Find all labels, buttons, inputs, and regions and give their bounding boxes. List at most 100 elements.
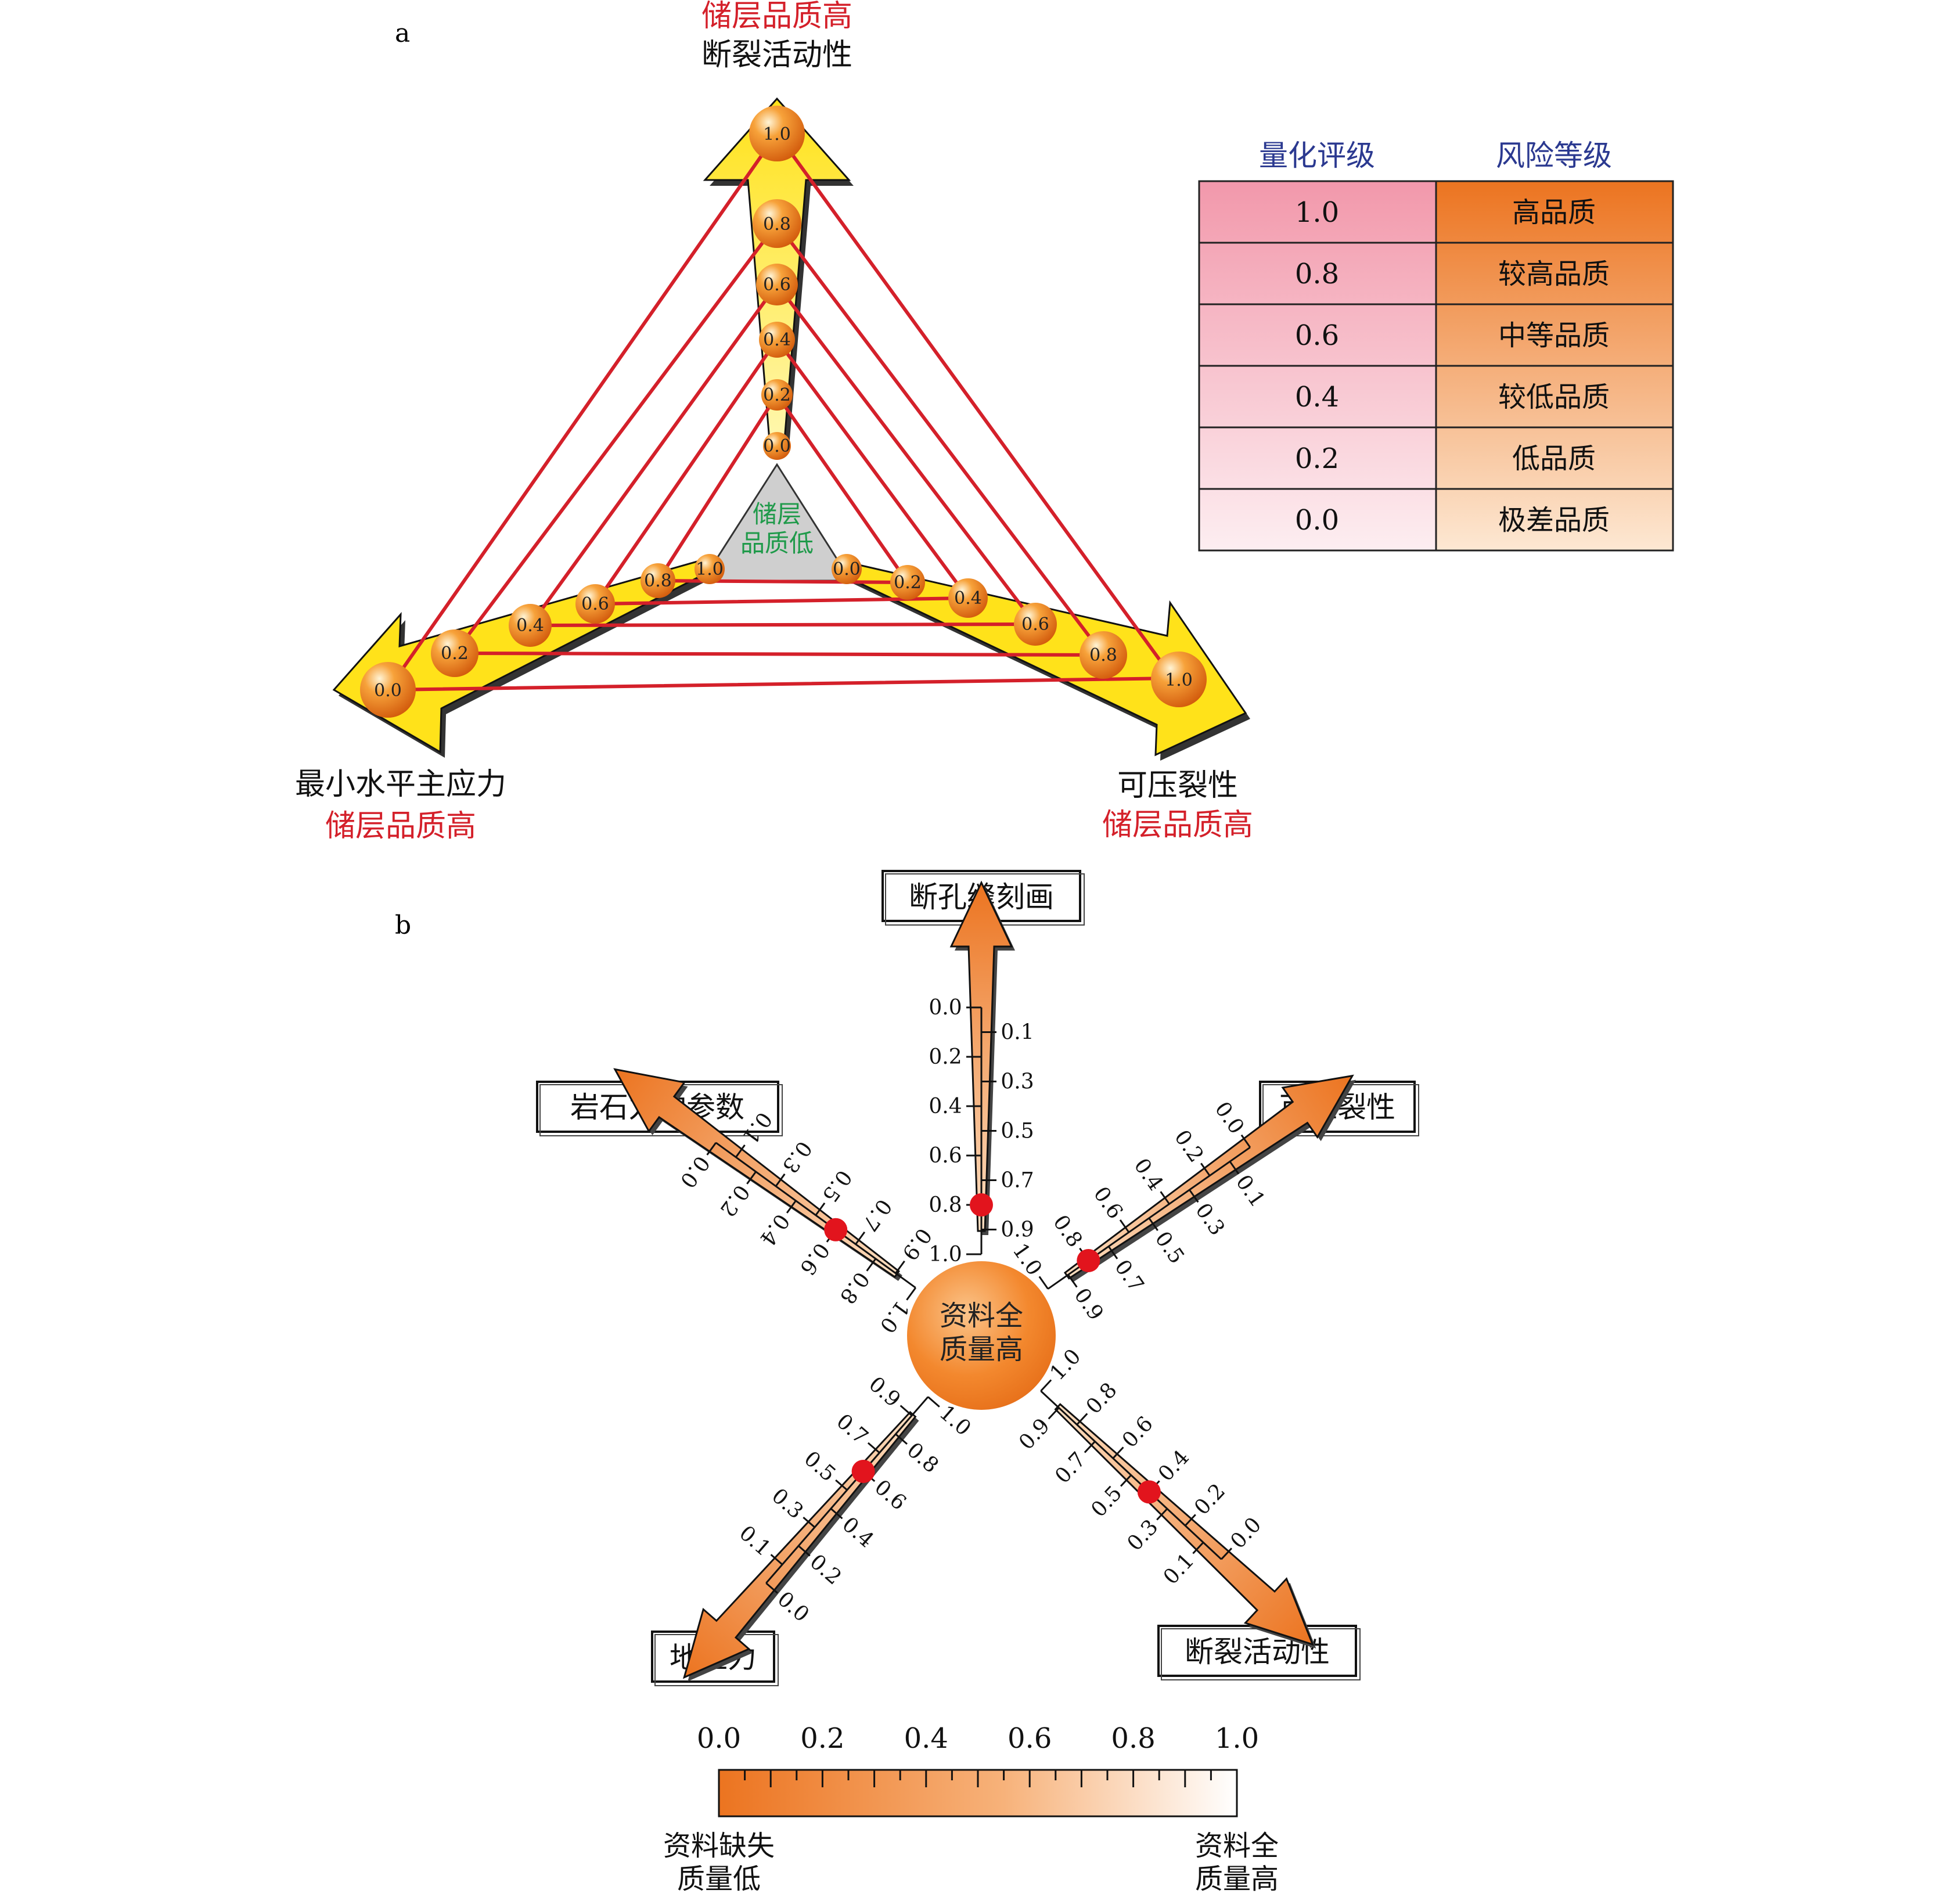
radial-tick-1-10 [1038, 1276, 1049, 1290]
center-label-line2: 品质低 [740, 529, 814, 557]
radial-tick-label-4-8: 0.8 [835, 1267, 874, 1308]
radial-tick-label-0-5: 0.5 [1001, 1120, 1034, 1143]
red-triangle-1 [384, 130, 1176, 692]
radial-tick-4-5 [815, 1202, 826, 1216]
radial-tick-label-0-6: 0.6 [929, 1144, 962, 1168]
radial-tick-label-4-5: 0.5 [817, 1165, 856, 1206]
top-axis-name-label: 断裂活动性 [701, 38, 852, 73]
radial-tick-label-3-7: 0.7 [832, 1409, 872, 1449]
radial-tick-3-5 [835, 1479, 848, 1491]
right-sphere-4-label: 0.6 [1021, 614, 1049, 635]
top-sphere-6 [763, 432, 791, 460]
value-dot-3 [851, 1459, 875, 1483]
radial-tick-label-3-8: 0.8 [902, 1438, 943, 1478]
radial-tick-1-2 [1200, 1162, 1211, 1176]
table-row-2-score: 0.8 [1295, 258, 1339, 290]
radial-tick-label-4-3: 0.3 [778, 1136, 816, 1177]
panel-a-label: a [395, 19, 410, 48]
top-sphere-1 [749, 106, 805, 161]
left-sphere-3-label: 0.6 [581, 594, 609, 614]
radial-tick-2-0 [1221, 1547, 1233, 1560]
colorbar-right-line1: 资料全 [1195, 1830, 1279, 1862]
red-triangle-5 [654, 391, 911, 585]
top-axis-spheres: 1.0 0.8 0.6 0.4 0.2 0.0 [749, 106, 805, 460]
right-axis-spheres: 0.0 0.2 0.4 0.6 0.8 1.0 [832, 554, 1207, 707]
radial-tick-label-1-2: 0.2 [1170, 1126, 1208, 1167]
panel-b-label: b [395, 910, 411, 940]
table-row-1-score: 1.0 [1295, 196, 1339, 229]
colorbar-tick-label-1: 0.2 [800, 1722, 844, 1755]
colorbar-tick-label-3: 0.6 [1008, 1722, 1052, 1755]
value-dot-1 [1077, 1248, 1100, 1272]
radial-tick-label-4-0: 0.0 [675, 1151, 714, 1192]
top-sphere-6-label: 0.0 [763, 436, 791, 456]
red-triangle-4 [592, 336, 971, 606]
center-circle [907, 1261, 1056, 1410]
right-sphere-6 [1151, 652, 1207, 707]
radial-tick-label-3-3: 0.3 [767, 1484, 808, 1524]
radial-tick-label-1-5: 0.5 [1150, 1228, 1189, 1268]
radial-tick-label-3-4: 0.4 [837, 1513, 878, 1553]
radial-tick-label-2-2: 0.2 [1190, 1479, 1230, 1520]
radial-tick-4-4 [786, 1200, 797, 1214]
radial-tick-3-7 [867, 1442, 880, 1454]
right-axis-quality-label: 储层品质高 [1102, 808, 1253, 843]
colorbar-left-line1: 资料缺失 [663, 1830, 775, 1862]
radial-tick-label-4-4: 0.4 [755, 1209, 794, 1250]
top-sphere-4-label: 0.4 [763, 330, 791, 350]
radial-tick-label-2-0: 0.0 [1226, 1513, 1266, 1553]
left-sphere-2 [641, 563, 675, 598]
radial-tick-label-3-5: 0.5 [800, 1446, 840, 1487]
right-sphere-3-label: 0.4 [954, 588, 982, 609]
radial-tick-1-4 [1160, 1191, 1170, 1205]
left-sphere-5 [431, 629, 478, 677]
radial-tick-2-9 [1048, 1407, 1060, 1420]
table-row-4-grade: 较低品质 [1498, 381, 1610, 413]
left-axis-quality-label: 储层品质高 [325, 809, 476, 844]
radial-tick-1-5 [1148, 1217, 1158, 1231]
right-sphere-1 [832, 554, 862, 584]
radial-tick-4-9 [895, 1260, 905, 1274]
radial-tick-3-8 [895, 1433, 908, 1445]
radial-tick-label-4-2: 0.2 [715, 1180, 754, 1221]
top-sphere-2-label: 0.8 [763, 214, 791, 235]
radial-tick-2-10 [1040, 1379, 1052, 1392]
radial-axis-0: 0.00.10.20.30.40.50.60.70.80.91.0 [929, 880, 1034, 1266]
radial-tick-label-0-9: 0.9 [1001, 1218, 1034, 1242]
quality-table: 量化评级 风险等级 1.0 高品质 0.8 较高品质 0.6 中等品质 0.4 … [1198, 139, 1674, 552]
value-dot-0 [970, 1193, 993, 1216]
top-sphere-2 [753, 199, 801, 248]
right-sphere-2 [890, 565, 925, 600]
value-dot-2 [1137, 1480, 1161, 1504]
table-row-6-grade: 极差品质 [1498, 504, 1610, 537]
radial-tick-label-1-0: 0.0 [1210, 1097, 1248, 1138]
colorbar-tick-label-4: 0.8 [1111, 1722, 1155, 1755]
radial-tick-3-9 [899, 1405, 913, 1416]
table-row-3-score: 0.6 [1295, 319, 1339, 352]
top-sphere-4 [759, 322, 795, 358]
top-axis-quality-label: 储层品质高 [701, 0, 852, 34]
table-row-6-score: 0.0 [1295, 504, 1339, 537]
radial-tick-label-1-3: 0.3 [1190, 1199, 1229, 1240]
table-row-1-grade: 高品质 [1512, 196, 1596, 229]
radial-tick-label-0-7: 0.7 [1001, 1169, 1034, 1193]
radial-tick-2-5 [1120, 1474, 1132, 1487]
radial-tick-label-3-6: 0.6 [870, 1475, 911, 1516]
radial-tick-label-0-2: 0.2 [929, 1045, 962, 1069]
radial-tick-4-8 [866, 1258, 877, 1272]
center-label-line2: 质量高 [940, 1333, 1023, 1366]
table-header-risk: 风险等级 [1496, 139, 1612, 172]
table-row-3-grade: 中等品质 [1498, 319, 1610, 352]
right-sphere-5 [1080, 631, 1127, 679]
red-triangle-2 [451, 221, 1107, 657]
radial-tick-label-2-6: 0.6 [1118, 1412, 1158, 1452]
radial-tick-3-2 [798, 1545, 811, 1557]
table-row-2-grade: 较高品质 [1498, 258, 1610, 290]
radial-tick-label-2-5: 0.5 [1086, 1481, 1127, 1522]
right-axis-name-label: 可压裂性 [1117, 768, 1238, 803]
value-dot-4 [824, 1218, 848, 1241]
radial-tick-3-10 [927, 1396, 940, 1408]
radial-tick-4-7 [855, 1231, 866, 1245]
left-sphere-4 [509, 604, 552, 647]
